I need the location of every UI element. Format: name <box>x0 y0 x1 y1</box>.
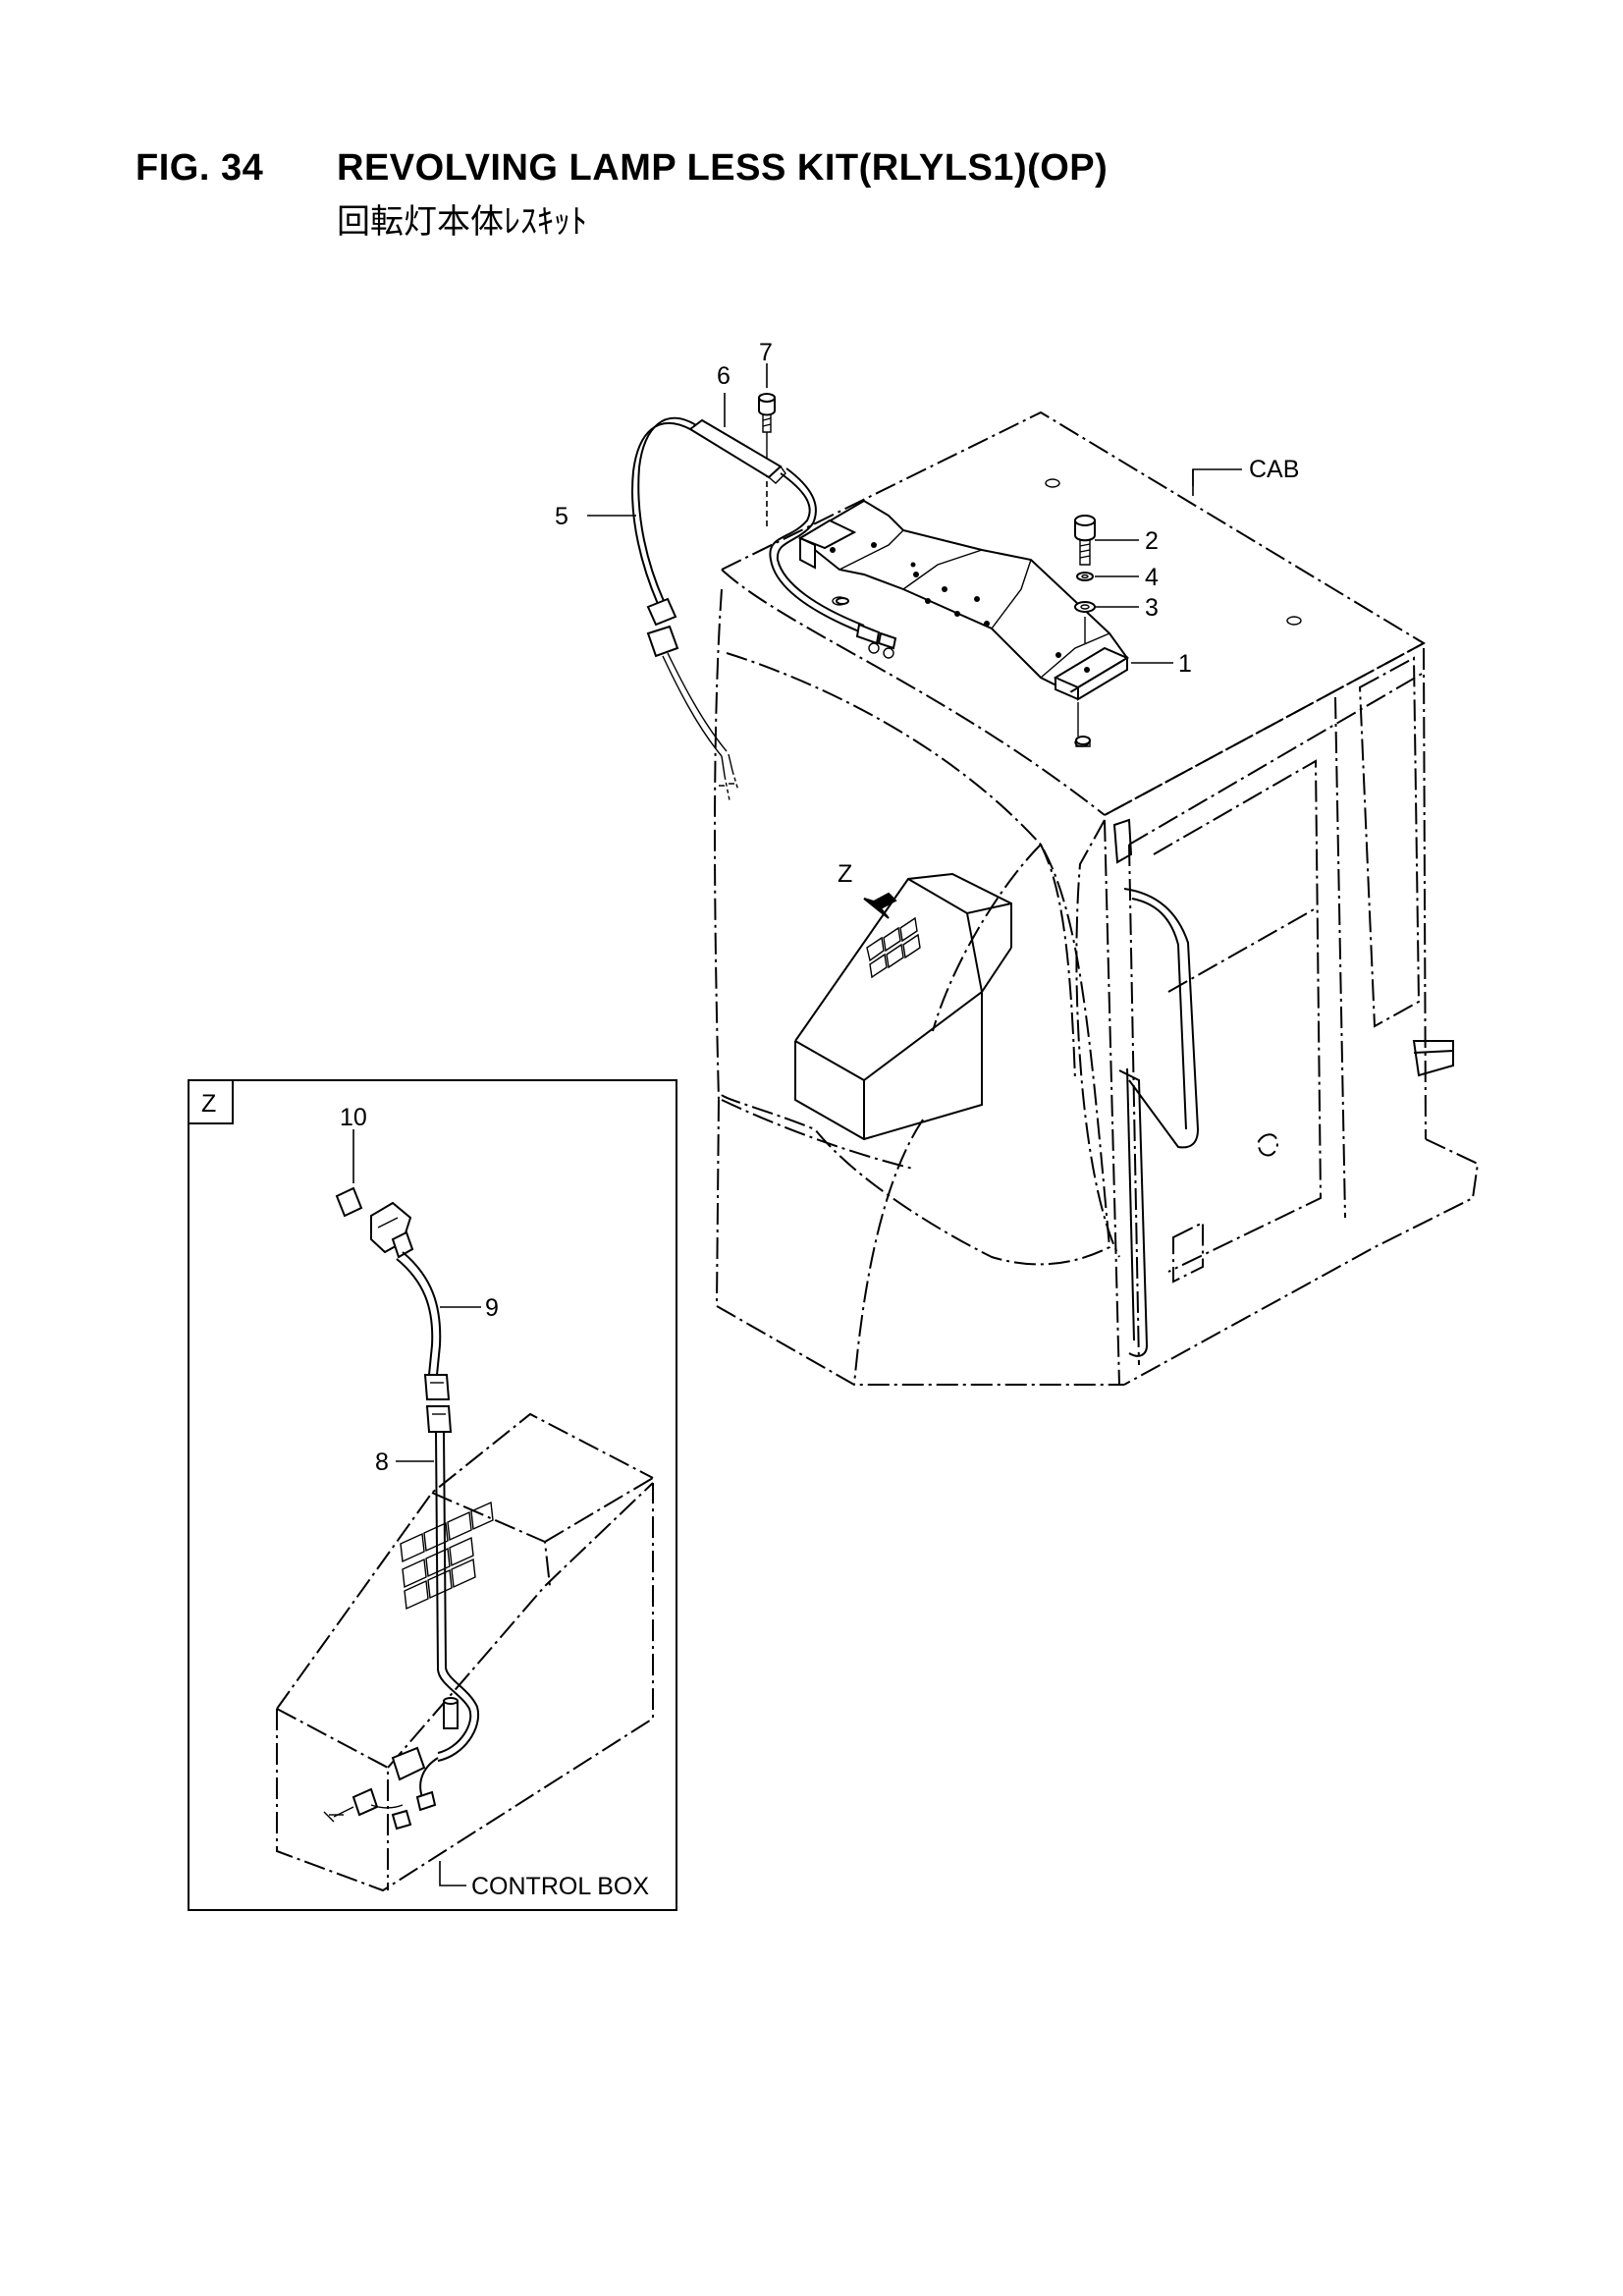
view-z-arrow: Z <box>838 860 897 919</box>
cab-label: CAB <box>1249 456 1299 483</box>
part-label-4: 4 <box>1145 564 1159 591</box>
figure-title: REVOLVING LAMP LESS KIT(RLYLS1)(OP) <box>337 147 1109 189</box>
part-label-3: 3 <box>1145 594 1159 622</box>
leader-lines-main <box>587 363 1242 664</box>
part-label-8: 8 <box>375 1449 389 1476</box>
leader-lines-detail <box>352 469 1194 1886</box>
part-label-5: 5 <box>555 503 568 530</box>
part-number-labels: 1 2 3 4 5 6 7 8 9 10 CAB CONTROL BOX <box>340 339 1299 1900</box>
cab-grab-handle <box>1112 818 1454 1357</box>
part-label-1: 1 <box>1178 650 1192 678</box>
part-label-6: 6 <box>717 362 730 390</box>
lamp-bracket <box>797 499 1130 747</box>
part-label-7: 7 <box>759 339 773 366</box>
figure-number: FIG. 34 <box>135 147 264 189</box>
harness-5-6 <box>631 416 897 801</box>
detail-harness <box>323 1186 480 1831</box>
detail-z-label: Z <box>201 1090 216 1118</box>
view-z-label: Z <box>838 860 852 888</box>
cab-outline <box>714 410 1480 1386</box>
part-label-10: 10 <box>340 1104 367 1131</box>
part-label-2: 2 <box>1145 527 1159 555</box>
control-box-label: CONTROL BOX <box>471 1873 649 1900</box>
bolt-stack <box>1074 515 1096 643</box>
detail-control-box <box>276 1412 654 1892</box>
detail-z-frame: Z <box>188 1079 677 1911</box>
part-label-9: 9 <box>485 1294 499 1322</box>
figure-subtitle: 回転灯本体ﾚｽｷｯﾄ <box>337 202 587 242</box>
